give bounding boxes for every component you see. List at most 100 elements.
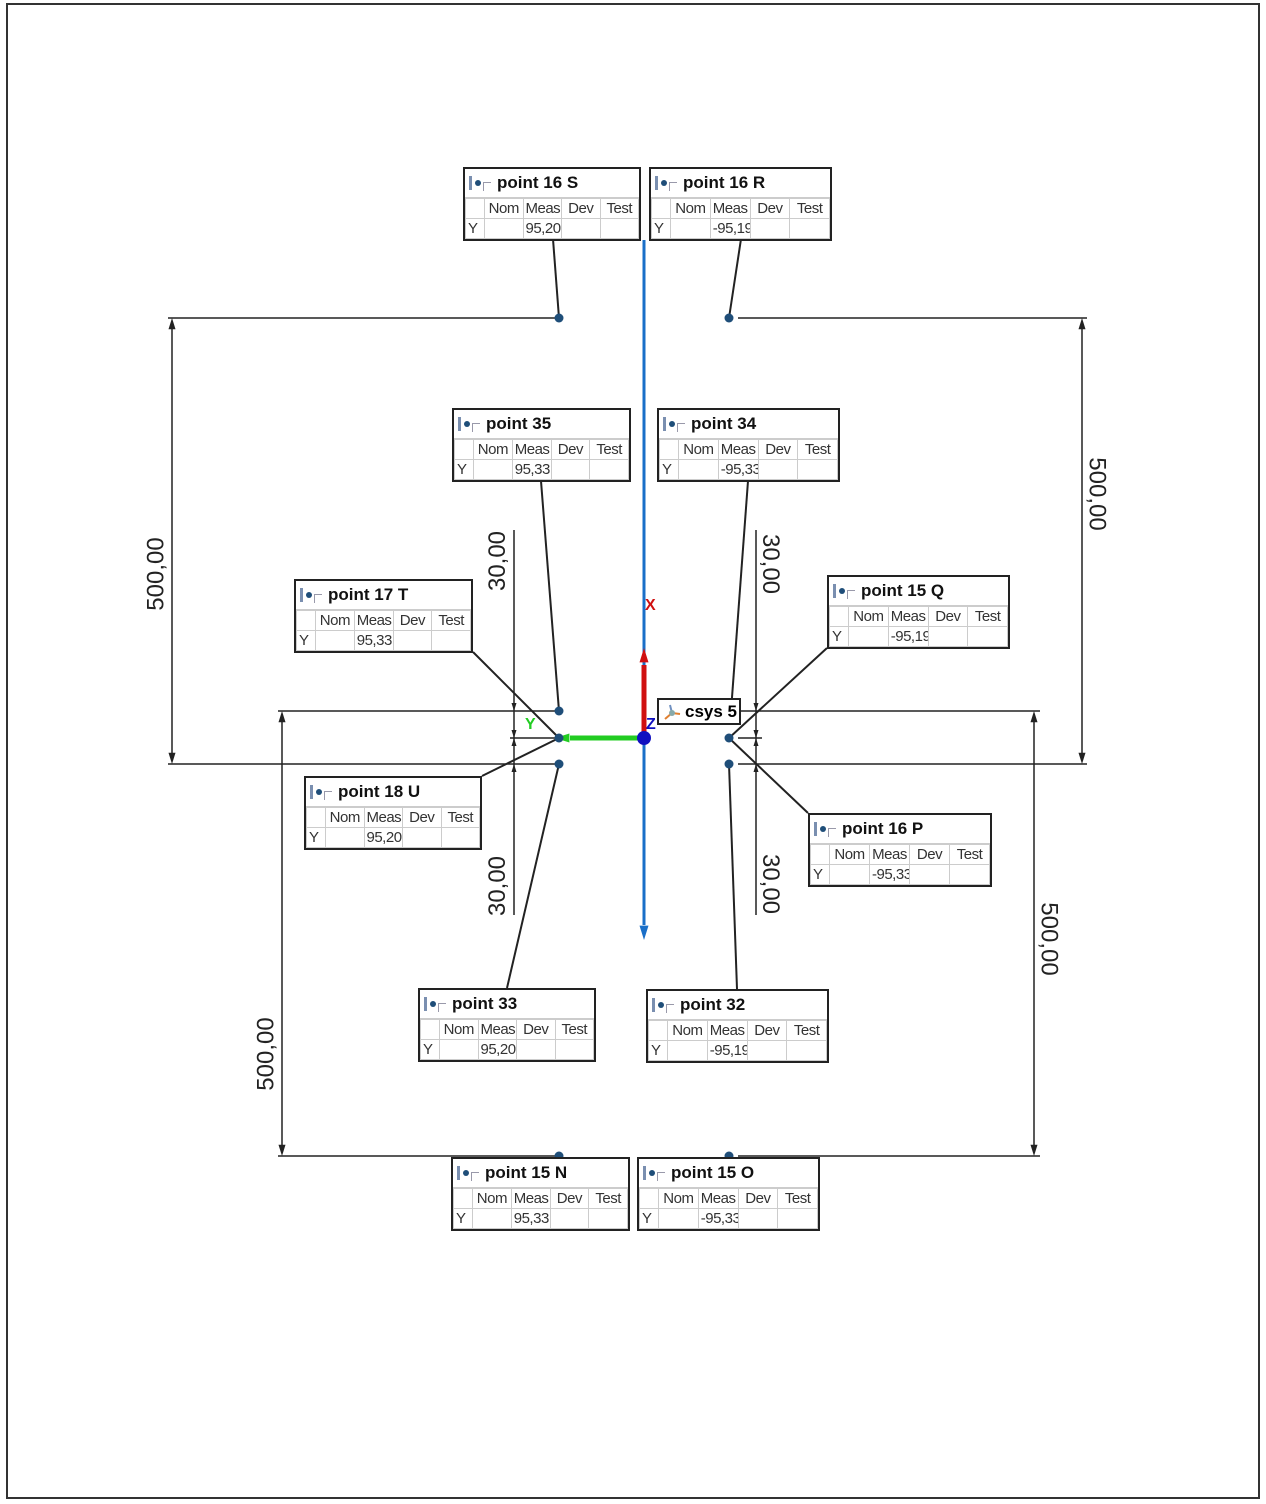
cell-test bbox=[786, 1040, 827, 1061]
label-title: point 35 bbox=[454, 410, 629, 439]
table-row: Y-95,33 bbox=[639, 1208, 818, 1229]
dimension-value-lower-left: 500,00 bbox=[252, 1017, 280, 1091]
leader-line bbox=[472, 651, 560, 739]
column-header: Dev bbox=[516, 1019, 556, 1040]
point-feature-icon bbox=[300, 588, 324, 603]
label-title: point 16 R bbox=[651, 169, 830, 198]
column-header: Test bbox=[440, 807, 480, 828]
column-header bbox=[659, 439, 679, 460]
label-title: point 15 O bbox=[639, 1159, 818, 1188]
dimension-arrow bbox=[753, 738, 759, 746]
column-header: Test bbox=[431, 610, 471, 631]
cell-test bbox=[949, 864, 990, 885]
measured-point bbox=[724, 313, 734, 323]
cell-nom bbox=[670, 218, 711, 239]
column-header: Test bbox=[789, 198, 830, 219]
label-title: point 16 P bbox=[810, 815, 990, 844]
column-header: Nom bbox=[829, 844, 870, 865]
dimension-arrow bbox=[753, 703, 759, 711]
column-header: Dev bbox=[392, 610, 433, 631]
dimension-arrow bbox=[511, 764, 517, 772]
column-header: Test bbox=[599, 198, 639, 219]
column-header: Meas bbox=[510, 1188, 551, 1209]
dimension-arrow bbox=[1030, 1144, 1038, 1156]
cell-test bbox=[789, 218, 830, 239]
column-header: Nom bbox=[473, 439, 513, 460]
cell-axis: Y bbox=[639, 1208, 659, 1229]
cell-nom bbox=[658, 1208, 699, 1229]
cell-dev bbox=[737, 1208, 779, 1229]
leader-line bbox=[728, 238, 742, 319]
leader-line bbox=[552, 238, 560, 319]
column-header bbox=[296, 610, 316, 631]
column-header: Dev bbox=[549, 1188, 590, 1209]
cell-test bbox=[588, 1208, 628, 1229]
dimension-arrow bbox=[511, 703, 517, 711]
column-header bbox=[454, 439, 474, 460]
cell-meas: -95,19 bbox=[887, 626, 929, 647]
cell-axis: Y bbox=[420, 1039, 440, 1060]
point-feature-icon bbox=[457, 1166, 481, 1181]
cell-axis: Y bbox=[829, 626, 849, 647]
point-feature-icon bbox=[643, 1166, 667, 1181]
label-title: point 16 S bbox=[465, 169, 639, 198]
cell-dev bbox=[402, 827, 442, 848]
dimension-value-30-right-top: 30,00 bbox=[757, 533, 785, 595]
column-header: Test bbox=[588, 1188, 628, 1209]
column-header: Nom bbox=[472, 1188, 512, 1209]
column-header bbox=[810, 844, 830, 865]
measured-point bbox=[554, 733, 564, 743]
origin-point bbox=[637, 731, 651, 745]
leader-line bbox=[728, 647, 828, 739]
column-header: Nom bbox=[670, 198, 711, 219]
csys-label[interactable]: csys 5 bbox=[657, 698, 741, 725]
column-header bbox=[420, 1019, 440, 1040]
point-feature-icon bbox=[469, 176, 493, 191]
column-header bbox=[306, 807, 326, 828]
cell-meas: 95,33 bbox=[511, 459, 552, 480]
column-header: Meas bbox=[477, 1019, 517, 1040]
column-header: Test bbox=[589, 439, 629, 460]
cell-axis: Y bbox=[659, 459, 679, 480]
cell-test bbox=[431, 630, 471, 651]
cell-axis: Y bbox=[465, 218, 485, 239]
cell-dev bbox=[550, 459, 591, 480]
leader-line bbox=[540, 480, 560, 712]
x-axis-arrowhead bbox=[639, 648, 649, 663]
cell-nom bbox=[667, 1040, 708, 1061]
cell-test bbox=[797, 459, 838, 480]
dimension-arrow bbox=[278, 1144, 286, 1156]
dimension-arrow bbox=[1030, 711, 1038, 723]
cell-nom bbox=[829, 864, 870, 885]
measured-point bbox=[724, 733, 734, 743]
dimension-value-left: 500,00 bbox=[142, 537, 170, 611]
column-header: Dev bbox=[757, 439, 799, 460]
column-header: Test bbox=[786, 1020, 827, 1041]
cell-test bbox=[777, 1208, 818, 1229]
cell-nom bbox=[484, 218, 524, 239]
label-title: point 18 U bbox=[306, 778, 480, 807]
